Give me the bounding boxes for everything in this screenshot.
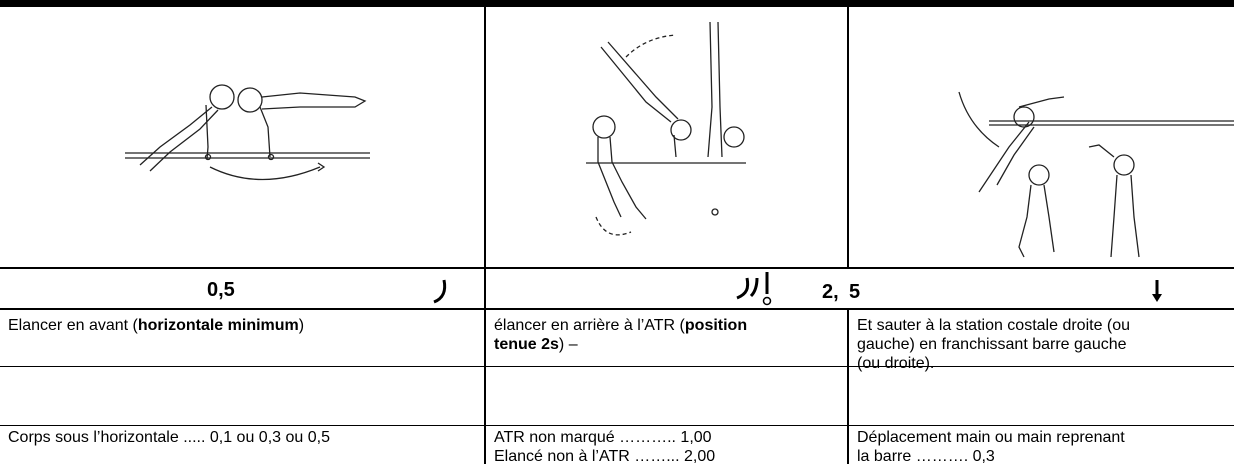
figure-backward-swing-handstand	[486, 7, 847, 267]
description-2: élancer en arrière à l’ATR (position ten…	[494, 317, 748, 353]
difficulty-value-2-end: 5	[849, 281, 861, 303]
column-divider-2b	[847, 309, 849, 464]
row-divider-1	[0, 267, 1234, 269]
column-divider-2	[847, 7, 849, 268]
penalty-3: Déplacement main ou main reprenant la ba…	[857, 429, 1125, 465]
column-divider-1	[484, 7, 486, 464]
table-top-border	[0, 0, 1234, 7]
jump-down-symbol-icon	[1152, 280, 1162, 302]
swing-symbol-icon	[433, 279, 447, 304]
penalty-2: ATR non marqué ……….. 1,00 Elancé non à l…	[494, 429, 716, 465]
description-3: Et sauter à la station costale droite (o…	[857, 317, 1131, 372]
penalty-1: Corps sous l’horizontale ..... 0,1 ou 0,…	[8, 429, 330, 446]
row-divider-3	[0, 366, 1234, 367]
description-1: Elancer en avant (horizontale minimum)	[8, 317, 305, 334]
figure-jump-to-cross-stand	[849, 7, 1234, 267]
row-divider-2	[0, 308, 1234, 310]
difficulty-value-2: 2,	[822, 281, 839, 303]
row-divider-4	[0, 425, 1234, 426]
swing-handstand-symbol-icon	[736, 272, 772, 306]
figure-forward-swing	[0, 7, 484, 267]
difficulty-value-1: 0,5	[207, 279, 235, 301]
